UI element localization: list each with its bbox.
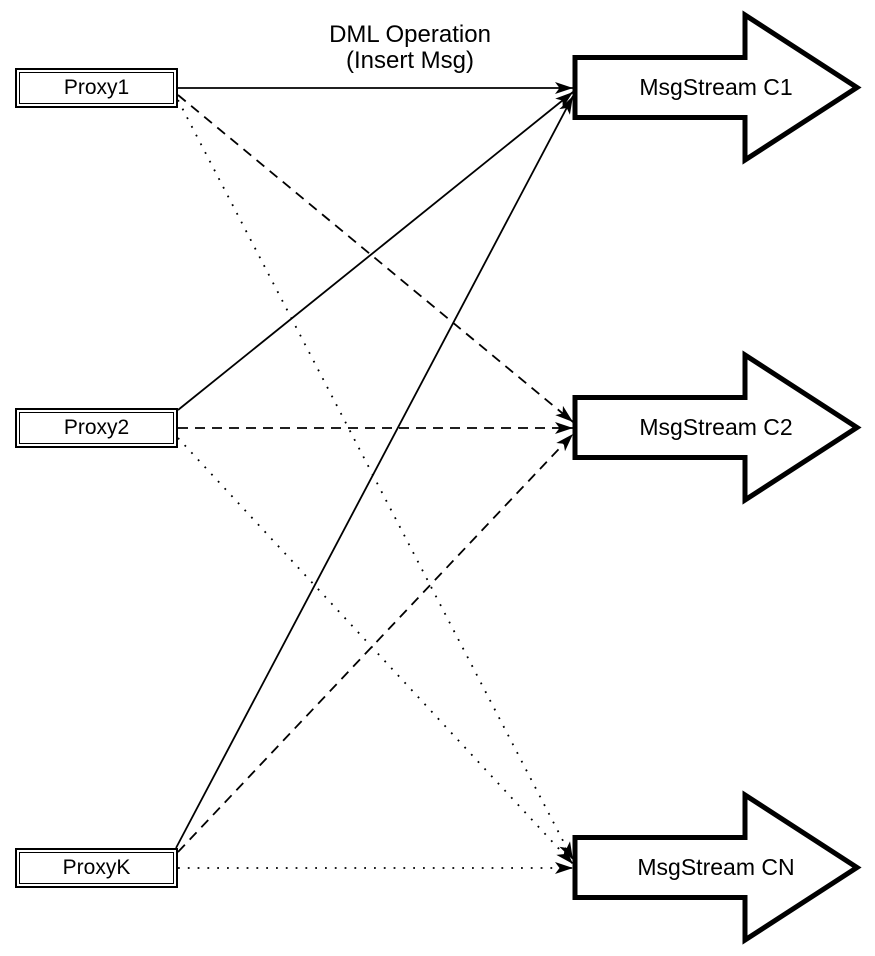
edge-proxyk-to-msgstream-c1 bbox=[175, 95, 574, 849]
edge-proxy1-to-msgstream-cn bbox=[177, 99, 574, 861]
dml-operation-label: DML Operation (Insert Msg) bbox=[285, 22, 535, 74]
msgstream-c1-label: MsgStream C1 bbox=[639, 74, 793, 100]
dml-operation-label-line2: (Insert Msg) bbox=[345, 47, 474, 74]
block-arrow-right-icon bbox=[572, 790, 862, 945]
proxy2-label: Proxy2 bbox=[19, 412, 174, 444]
msgstream-c1-shape: MsgStream C1 bbox=[570, 10, 862, 165]
edge-proxy1-to-msgstream-c2 bbox=[177, 94, 574, 423]
msgstream-c2-shape: MsgStream C2 bbox=[570, 350, 862, 505]
proxy1-box: Proxy1 bbox=[15, 68, 178, 108]
proxyk-box: ProxyK bbox=[15, 848, 178, 888]
edge-proxyk-to-msgstream-c2 bbox=[177, 433, 574, 853]
proxy1-label: Proxy1 bbox=[19, 72, 174, 104]
msgstream-c2-label: MsgStream C2 bbox=[639, 414, 793, 440]
proxy2-box: Proxy2 bbox=[15, 408, 178, 448]
dml-operation-label-line1: DML Operation bbox=[329, 21, 491, 48]
msgstream-cn-label: MsgStream CN bbox=[637, 854, 795, 880]
edge-proxy2-to-msgstream-cn bbox=[177, 437, 574, 865]
block-arrow-right-icon bbox=[572, 350, 862, 505]
proxyk-label: ProxyK bbox=[19, 852, 174, 884]
msgstream-cn-shape: MsgStream CN bbox=[570, 790, 862, 945]
block-arrow-right-icon bbox=[572, 10, 862, 165]
edge-proxy2-to-msgstream-c1 bbox=[177, 91, 574, 411]
